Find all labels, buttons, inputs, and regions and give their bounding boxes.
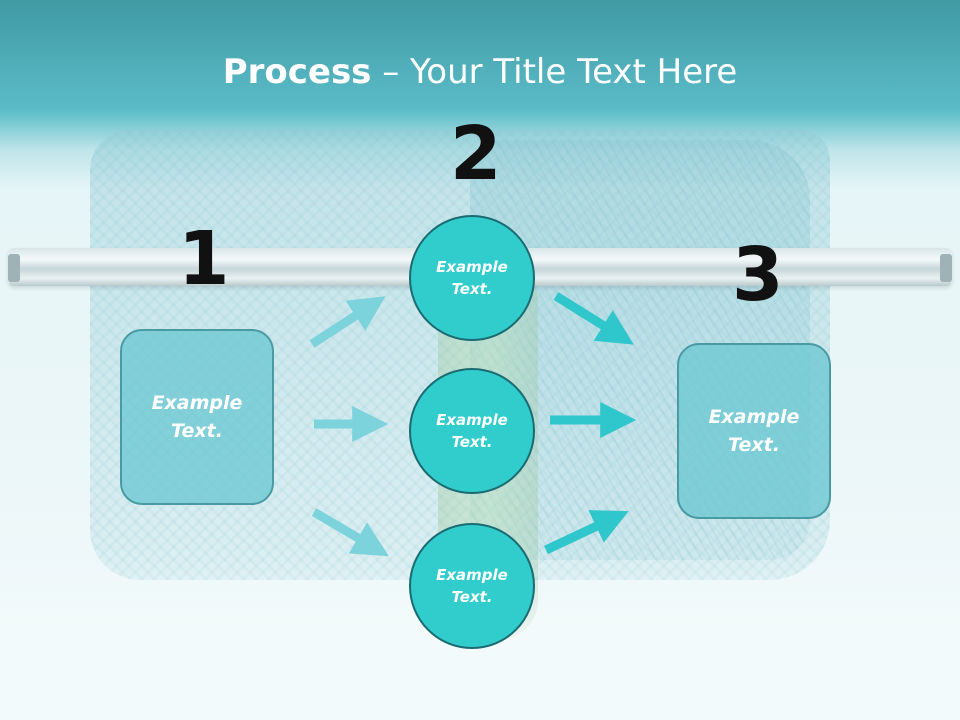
step-number-1: 1 — [178, 216, 230, 302]
slide-title[interactable]: Process – Your Title Text Here — [0, 52, 960, 92]
step-number-3: 3 — [732, 232, 784, 318]
circle-bottom-label: Example Text. — [436, 565, 508, 607]
step-3-box[interactable]: Example Text. — [677, 343, 831, 519]
circle-top-label: Example Text. — [436, 257, 508, 299]
arrow-box1-to-circle-top — [309, 296, 386, 348]
step-2-circle-middle[interactable]: Example Text. — [409, 368, 535, 494]
step-3-label: Example Text. — [708, 405, 800, 457]
step-number-2: 2 — [450, 111, 502, 197]
arrow-circle-top-to-box3 — [553, 292, 634, 345]
circle-middle-label: Example Text. — [436, 410, 508, 452]
blade-cap-left — [8, 254, 20, 282]
title-rest: – Your Title Text Here — [371, 52, 738, 92]
arrow-circle-bottom-to-box3 — [544, 510, 629, 555]
step-1-box[interactable]: Example Text. — [120, 329, 274, 505]
step-2-circle-top[interactable]: Example Text. — [409, 215, 535, 341]
blade-cap-right — [940, 254, 952, 282]
step-1-label: Example Text. — [151, 391, 243, 443]
step-2-circle-bottom[interactable]: Example Text. — [409, 523, 535, 649]
arrow-box1-to-circle-bottom — [311, 508, 389, 557]
title-bold: Process — [222, 52, 372, 92]
